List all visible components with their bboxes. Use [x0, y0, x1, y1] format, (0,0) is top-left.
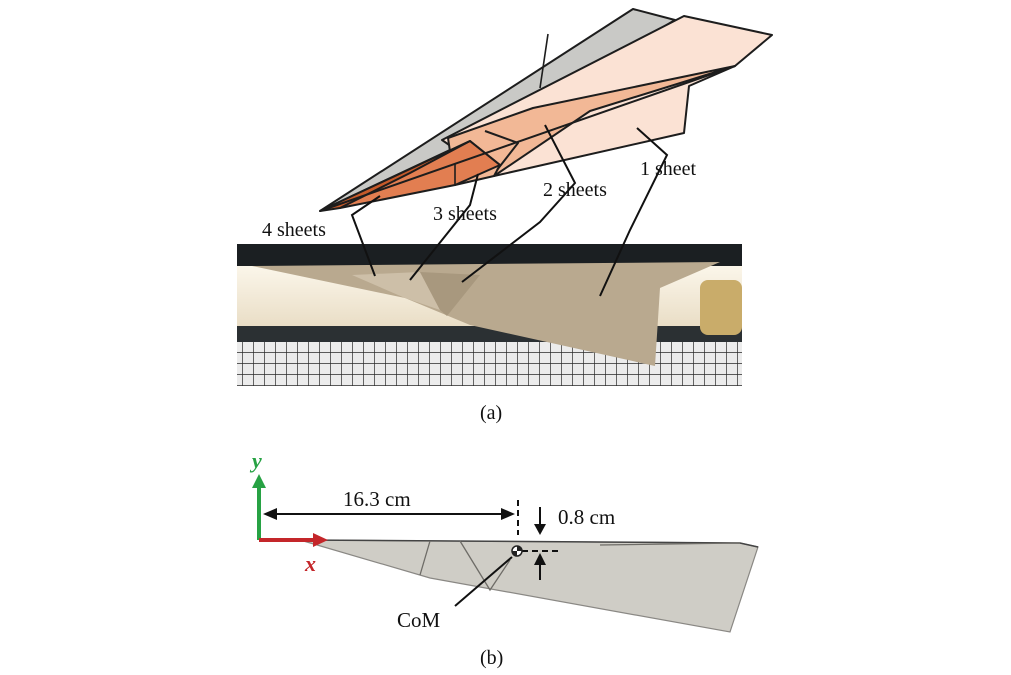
airplane-side-view	[299, 539, 759, 633]
label-2-sheets: 2 sheets	[543, 179, 607, 201]
panel-a-labels: 4 sheets 3 sheets 2 sheets 1 sheet (a)	[262, 158, 697, 424]
label-4-sheets: 4 sheets	[262, 219, 326, 241]
x-axis-label: x	[304, 551, 316, 576]
photo-airplane-shadow	[420, 272, 480, 316]
panel-b: y x 16.3 cm 0.8 cm CoM (b)	[249, 448, 759, 669]
airplane-fold-1	[419, 540, 431, 576]
sheet-crease-2	[484, 130, 519, 171]
label-1-sheet: 1 sheet	[640, 158, 697, 180]
distance-arrowhead-left	[263, 508, 277, 520]
distance-arrowhead-right	[501, 508, 515, 520]
com-marker-quadrants	[512, 546, 522, 556]
offset-arrowhead-bottom	[534, 553, 546, 565]
wing-leading-edge	[319, 65, 736, 212]
leader-1-sheet	[599, 127, 669, 297]
leader-3-sheets	[409, 173, 479, 281]
leader-4-sheets	[350, 195, 381, 277]
offset-label: 0.8 cm	[558, 505, 615, 529]
grid-mat	[237, 342, 742, 386]
panel-a-drawing	[319, 8, 773, 212]
label-3-sheets: 3 sheets	[433, 203, 497, 225]
photo-airplane-folds	[352, 272, 440, 310]
distance-label: 16.3 cm	[343, 487, 411, 511]
com-label: CoM	[397, 608, 441, 632]
airplane-fold-3	[599, 542, 741, 546]
y-axis-arrowhead	[252, 474, 266, 488]
panel-a-photo	[237, 244, 742, 386]
airplane-fold-2	[459, 540, 511, 592]
x-axis-arrowhead	[313, 533, 328, 547]
com-leader-line	[454, 556, 513, 607]
caption-a: (a)	[480, 402, 502, 424]
sheet-4-region	[319, 140, 471, 212]
lamp-holder	[700, 280, 742, 335]
leader-2-sheets	[461, 124, 577, 283]
offset-arrowhead-top	[534, 524, 546, 535]
y-axis-label: y	[249, 448, 262, 473]
panel-a-annotations	[350, 124, 669, 297]
grey-wing-fold-line	[539, 33, 549, 89]
caption-b: (b)	[480, 647, 503, 669]
